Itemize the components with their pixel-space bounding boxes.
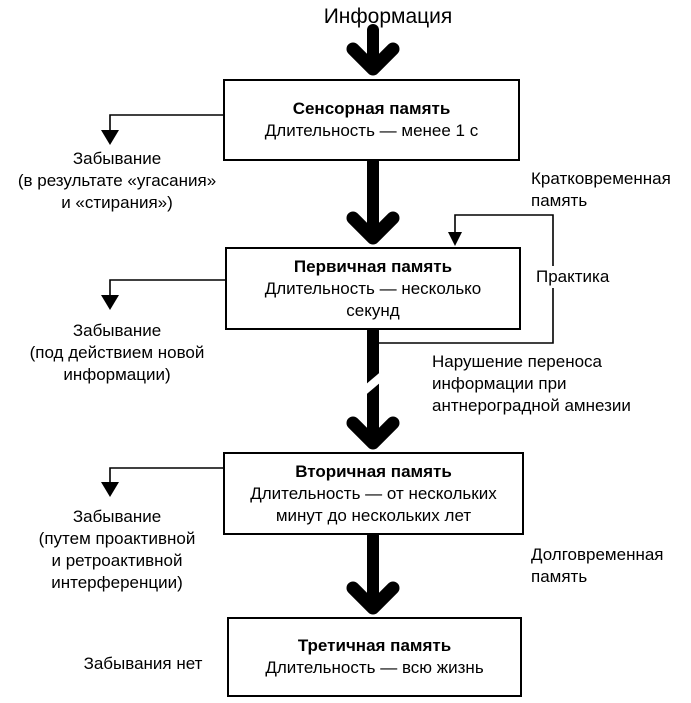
label-long-term-memory: Долговременная память	[531, 544, 691, 588]
label-line: Забывания нет	[83, 654, 203, 673]
label-line: и ретроактивной	[51, 551, 183, 570]
box-secondary-memory: Вторичная память Длительность — от неско…	[223, 452, 524, 535]
label-transfer-disruption: Нарушение переноса информации при антнер…	[432, 351, 662, 417]
box-duration: минут до нескольких лет	[275, 505, 472, 525]
forgetting-arrow-sensory	[101, 114, 223, 145]
box-duration: Длительность — менее 1 с	[264, 121, 479, 140]
box-duration: Длительность — несколько	[264, 278, 482, 298]
forgetting-arrow-secondary	[101, 467, 223, 497]
label-line: Кратковременная	[531, 169, 671, 188]
label-line: память	[531, 567, 588, 586]
label-line: (под действием новой	[29, 343, 205, 362]
label-line: память	[531, 191, 588, 210]
label-line: (путем проактивной	[38, 529, 196, 548]
label-line: Нарушение переноса	[432, 352, 603, 371]
practice-loop-arrow	[371, 214, 554, 344]
label-line: (в результате «угасания»	[17, 171, 217, 190]
label-line: и «стирания»)	[61, 193, 173, 212]
label-short-term-memory: Кратковременная память	[531, 168, 691, 212]
label-practice: Практика	[533, 266, 613, 288]
label-line: Забывание	[72, 149, 162, 168]
box-duration: Длительность — от нескольких	[250, 483, 497, 503]
label-line: Забывание	[72, 507, 162, 526]
label-line: интерференции)	[51, 573, 183, 592]
label-line: Забывание	[72, 321, 162, 340]
box-primary-memory: Первичная память Длительность — нескольк…	[225, 247, 521, 330]
box-tertiary-memory: Третичная память Длительность — всю жизн…	[227, 617, 522, 697]
box-title: Вторичная память	[295, 461, 452, 481]
box-title: Первичная память	[293, 256, 453, 276]
label-forgetting-primary: Забывание (под действием новой информаци…	[2, 320, 232, 386]
diagram-title: Информация	[323, 5, 453, 28]
forgetting-arrow-primary	[101, 279, 225, 310]
arrow-sensory-to-primary	[346, 156, 400, 245]
box-duration: Длительность — всю жизнь	[265, 658, 484, 677]
label-line: антнероградной амнезии	[432, 396, 631, 415]
box-title: Сенсорная память	[292, 99, 451, 118]
label-forgetting-secondary: Забывание (путем проактивной и ретроакти…	[2, 506, 232, 594]
box-title: Третичная память	[297, 636, 452, 655]
label-line: информации)	[63, 365, 171, 384]
label-forgetting-sensory: Забывание (в результате «угасания» и «ст…	[2, 148, 232, 214]
transfer-break-slash	[360, 371, 386, 396]
box-duration: секунд	[346, 300, 400, 320]
arrow-information-to-sensory	[346, 24, 400, 76]
label-line: информации при	[432, 374, 567, 393]
label-no-forgetting: Забывания нет	[28, 653, 258, 675]
label-line: Долговременная	[531, 545, 664, 564]
arrow-secondary-to-tertiary	[346, 530, 400, 615]
label-line: Практика	[536, 267, 610, 286]
box-sensory-memory: Сенсорная память Длительность — менее 1 …	[223, 79, 520, 161]
